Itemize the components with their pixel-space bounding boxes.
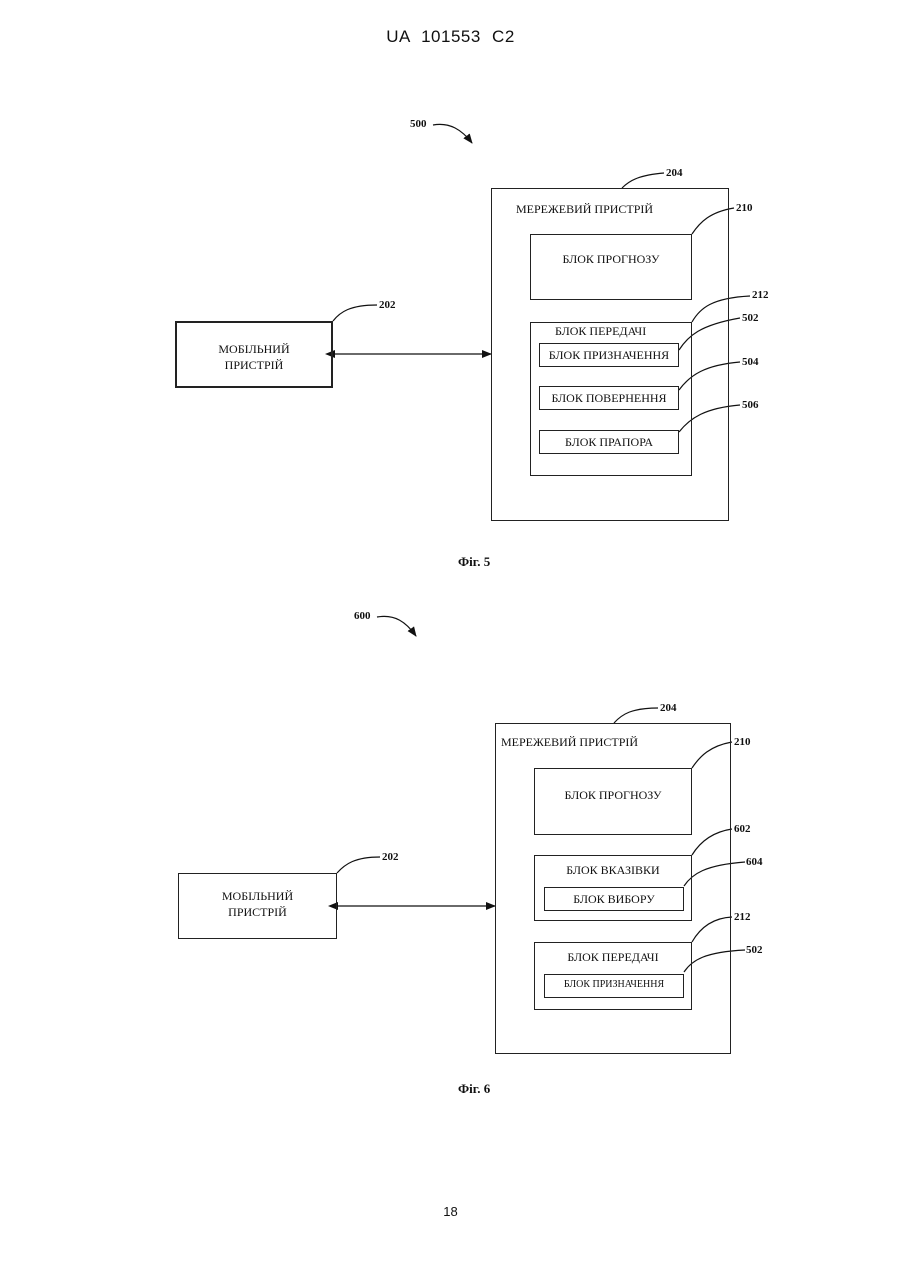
fig6-leader-202: [337, 857, 380, 873]
fig5-caption: Фіг. 5: [458, 555, 490, 568]
fig5-prediction-block: [530, 234, 692, 300]
fig5-ref-506: 506: [742, 400, 759, 411]
fig6-mobile-device-label-line1: МОБІЛЬНИЙ: [178, 890, 337, 902]
fig5-return-block-label: БЛОК ПОВЕРНЕННЯ: [539, 392, 679, 404]
fig6-indication-block-label: БЛОК ВКАЗІВКИ: [534, 864, 692, 876]
fig6-ref-204: 204: [660, 703, 677, 714]
fig5-ref-502: 502: [742, 313, 759, 324]
fig5-ref-210: 210: [736, 203, 753, 214]
fig5-ref-202: 202: [379, 300, 396, 311]
fig6-caption: Фіг. 6: [458, 1082, 490, 1095]
fig6-ref-210: 210: [734, 737, 751, 748]
fig5-leader-202: [333, 305, 377, 321]
fig5-network-device-label: МЕРЕЖЕВИЙ ПРИСТРІЙ: [516, 203, 653, 215]
fig6-ref-202: 202: [382, 852, 399, 863]
fig6-figure-ref: 600: [354, 611, 371, 622]
fig5-mobile-device-label-line1: МОБІЛЬНИЙ: [175, 343, 333, 355]
fig6-ref-604: 604: [746, 857, 763, 868]
fig6-ref-arrow: [377, 616, 416, 636]
fig5-ref-504: 504: [742, 357, 759, 368]
fig5-ref-204: 204: [666, 168, 683, 179]
fig6-ref-502: 502: [746, 945, 763, 956]
fig5-ref-arrow: [433, 124, 472, 143]
fig5-transmission-block-label: БЛОК ПЕРЕДАЧІ: [555, 325, 646, 337]
fig5-mobile-device-label-line2: ПРИСТРІЙ: [175, 359, 333, 371]
fig6-assignment-block-label: БЛОК ПРИЗНАЧЕННЯ: [544, 980, 684, 990]
fig6-ref-212: 212: [734, 912, 751, 923]
fig5-assignment-block-label: БЛОК ПРИЗНАЧЕННЯ: [539, 349, 679, 361]
fig6-prediction-block-label: БЛОК ПРОГНОЗУ: [534, 789, 692, 801]
fig5-leader-204: [622, 173, 664, 188]
fig5-figure-ref: 500: [410, 119, 427, 130]
fig6-selection-block-label: БЛОК ВИБОРУ: [544, 893, 684, 905]
fig6-ref-602: 602: [734, 824, 751, 835]
page-number: 18: [0, 1204, 901, 1219]
fig5-prediction-block-label: БЛОК ПРОГНОЗУ: [530, 253, 692, 265]
fig6-mobile-device-label-line2: ПРИСТРІЙ: [178, 906, 337, 918]
fig6-network-device-label: МЕРЕЖЕВИЙ ПРИСТРІЙ: [501, 736, 638, 748]
fig6-transmission-block-label: БЛОК ПЕРЕДАЧІ: [534, 951, 692, 963]
fig5-flag-block-label: БЛОК ПРАПОРА: [539, 436, 679, 448]
fig5-ref-212: 212: [752, 290, 769, 301]
fig6-leader-204: [614, 708, 658, 723]
